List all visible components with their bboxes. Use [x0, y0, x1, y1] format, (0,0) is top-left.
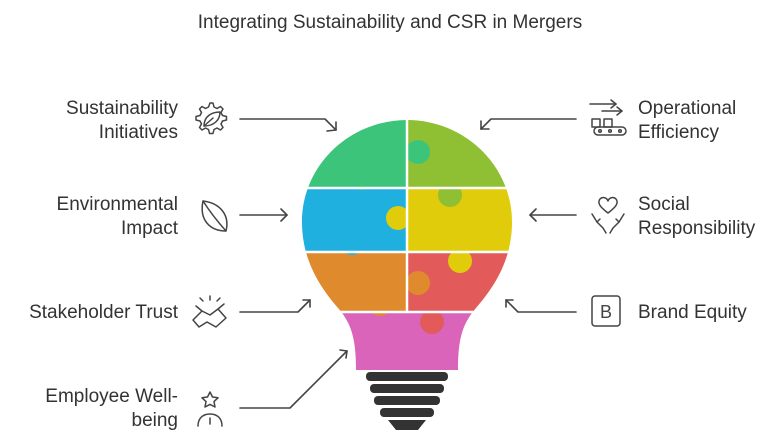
label-line: Sustainability — [66, 98, 178, 119]
puzzle-knob — [406, 271, 430, 295]
gear-leaf-icon — [195, 102, 228, 135]
label-brand-equity: Brand Equity — [638, 301, 778, 325]
arrow-stakeholder — [239, 299, 311, 313]
label-line: Responsibility — [638, 218, 756, 239]
arrow-sustainability — [239, 118, 337, 132]
label-environmental-impact: Environmental Impact — [30, 193, 178, 241]
base-ring — [366, 372, 448, 381]
person-star-icon — [197, 391, 223, 427]
label-line: Brand Equity — [638, 302, 747, 323]
puzzle-piece-pink — [302, 312, 512, 370]
arrow-employee — [239, 349, 348, 409]
diagram-title: Integrating Sustainability and CSR in Me… — [197, 12, 583, 33]
label-line: Impact — [120, 218, 178, 239]
base-ring — [374, 396, 440, 405]
label-employee-well-being: Employee Well- being — [20, 385, 178, 433]
letter-b-icon — [591, 295, 621, 327]
puzzle-knob — [368, 292, 392, 316]
leaf-icon — [201, 200, 228, 232]
handshake-icon — [192, 295, 227, 328]
puzzle-knob — [386, 206, 410, 230]
label-operational-efficiency: Operational Efficiency — [638, 97, 778, 145]
label-line: Environmental — [56, 194, 178, 215]
label-line: Employee Well- — [45, 386, 178, 407]
puzzle-piece-green — [302, 120, 407, 188]
puzzle-knob — [438, 183, 462, 207]
base-tip — [388, 420, 426, 430]
base-ring — [380, 408, 434, 417]
letter-b-glyph: B — [600, 302, 612, 322]
base-ring — [370, 384, 444, 393]
label-line: Operational — [638, 98, 737, 119]
bulb-base — [366, 372, 448, 430]
puzzle-knob — [350, 166, 374, 190]
label-line: Initiatives — [98, 122, 178, 143]
hands-heart-icon — [591, 196, 625, 234]
label-stakeholder-trust: Stakeholder Trust — [10, 301, 178, 325]
puzzle-knob — [340, 231, 364, 255]
label-line: Stakeholder Trust — [29, 302, 178, 323]
arrow-operational — [480, 118, 577, 130]
puzzle-knob — [448, 249, 472, 273]
label-social-responsibility: Social Responsibility — [638, 193, 778, 241]
puzzle-piece-yellow — [407, 188, 512, 252]
label-line: being — [131, 410, 179, 431]
label-sustainability-initiatives: Sustainability Initiatives — [40, 97, 178, 145]
arrow-environmental — [239, 208, 288, 222]
label-line: Social — [638, 194, 690, 215]
conveyor-icon — [589, 99, 627, 136]
puzzle-knob — [406, 140, 430, 164]
arrow-social — [529, 208, 577, 222]
puzzle-knob — [420, 310, 444, 334]
puzzle — [302, 120, 512, 370]
label-line: Efficiency — [638, 122, 719, 143]
arrow-brand — [505, 299, 577, 313]
